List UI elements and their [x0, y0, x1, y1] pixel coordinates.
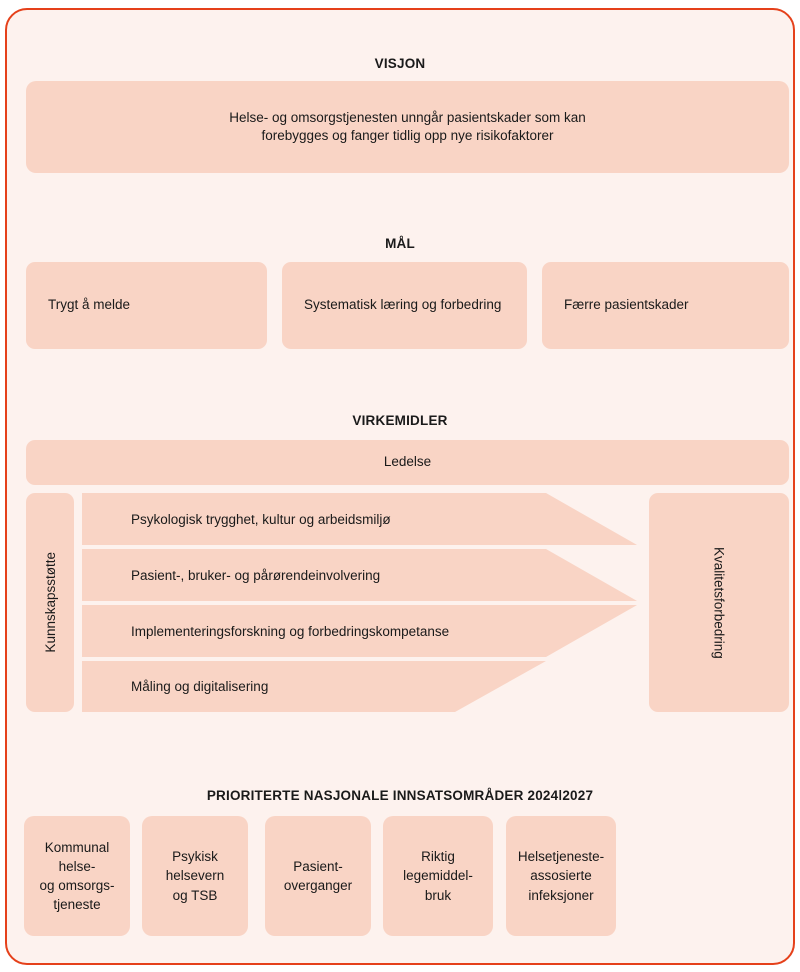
mal-box-label: Trygt å melde	[48, 297, 131, 313]
mal-box-label: Færre pasientskader	[564, 297, 689, 313]
virkemidler-arrow-stack: Psykologisk trygghet, kultur og arbeidsm…	[82, 493, 637, 712]
mal-box-label: Systematisk læring og forbedring	[304, 297, 502, 313]
visjon-statement-box: Helse- og omsorgstjenesten unngår pasien…	[26, 81, 789, 173]
prioritert-box-label: Pasient-overganger	[283, 858, 353, 893]
virkemidler-kvalitetsforbedring-pillar: Kvalitetsforbedring	[649, 493, 789, 712]
prioritert-box-label: Kommunal helse-og omsorgs-tjeneste	[39, 839, 115, 913]
diagram-frame: VISJON Helse- og omsorgstjenesten unngår…	[5, 8, 795, 965]
section-heading-virkemidler: VIRKEMIDLER	[352, 413, 448, 428]
arrow-row-maling-digitalisering: Måling og digitalisering	[82, 661, 546, 712]
kvalitetsforbedring-label: Kvalitetsforbedring	[711, 546, 727, 659]
arrow-row-psykologisk-trygghet: Psykologisk trygghet, kultur og arbeidsm…	[82, 493, 637, 545]
arrow-row-label: Implementeringsforskning og forbedringsk…	[131, 623, 450, 639]
visjon-statement-text: Helse- og omsorgstjenesten unngår pasien…	[229, 109, 586, 143]
arrow-row-pasientinvolvering: Pasient-, bruker- og pårørendeinvolverin…	[82, 549, 637, 601]
section-heading-prioriterte: PRIORITERTE NASJONALE INNSATSOMRÅDER 202…	[206, 788, 594, 803]
ledelse-label: Ledelse	[383, 454, 432, 470]
mal-box-systematisk-laering: Systematisk læring og forbedring	[282, 262, 527, 349]
kunnskapsstotte-label: Kunnskapsstøtte	[42, 552, 58, 653]
virkemidler-ledelse-bar: Ledelse	[26, 440, 789, 485]
prioritert-box-kommunal-helse: Kommunal helse-og omsorgs-tjeneste	[24, 816, 130, 936]
arrow-row-implementeringsforskning: Implementeringsforskning og forbedringsk…	[82, 605, 637, 657]
section-heading-mal: MÅL	[385, 236, 415, 251]
arrow-row-label: Psykologisk trygghet, kultur og arbeidsm…	[131, 511, 391, 527]
mal-box-faerre-pasientskader: Færre pasientskader	[542, 262, 789, 349]
mal-box-trygt-a-melde: Trygt å melde	[26, 262, 267, 349]
arrow-row-label: Måling og digitalisering	[131, 679, 269, 694]
arrow-row-label: Pasient-, bruker- og pårørendeinvolverin…	[131, 567, 381, 583]
section-heading-visjon: VISJON	[374, 56, 426, 71]
virkemidler-kunnskapsstotte-pillar: Kunnskapsstøtte	[26, 493, 74, 712]
prioritert-box-pasientoverganger: Pasient-overganger	[265, 816, 371, 936]
